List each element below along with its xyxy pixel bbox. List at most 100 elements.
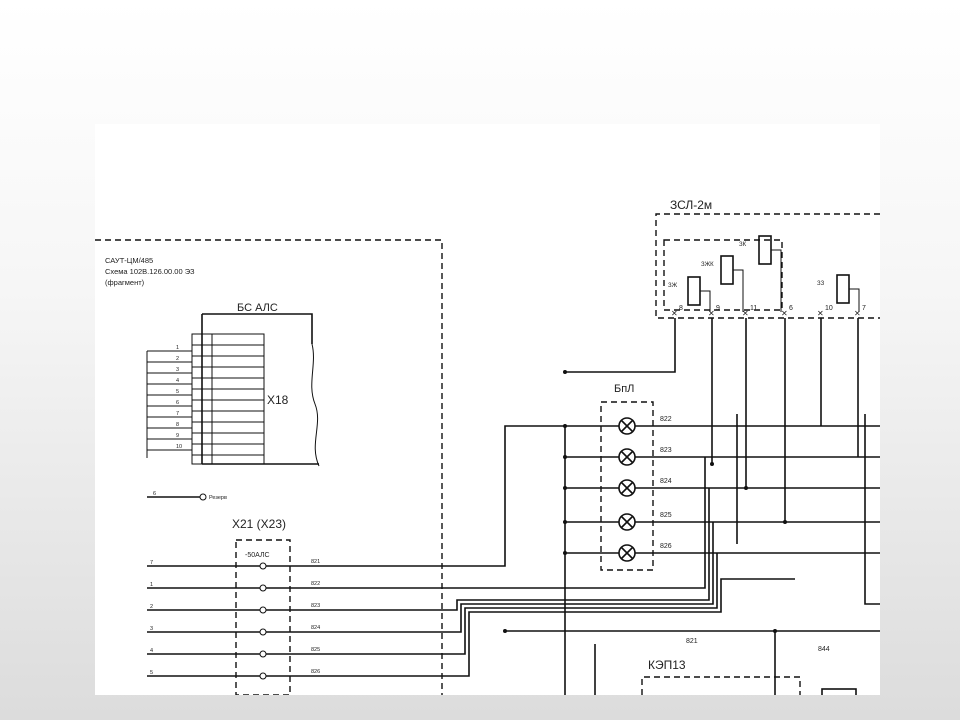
- x18-label: Х18: [267, 393, 289, 407]
- reserve-terminal-icon: [199, 493, 207, 501]
- terminal-icon: ✕: [742, 309, 749, 318]
- circuit-wire: [442, 425, 565, 567]
- relay-wire: [849, 288, 860, 312]
- x21-dashed-frame: [235, 539, 291, 695]
- circuit-wire: [442, 553, 718, 655]
- zsl-terminal-number: 7: [862, 305, 866, 312]
- lamp-wire-number: 823: [660, 447, 672, 454]
- x18-row-number: 8: [176, 422, 179, 428]
- zsl-terminal-number: 6: [789, 305, 793, 312]
- schematic-panel: САУТ-ЦМ/485 Схема 102В.126.00.00 ЭЗ (фра…: [95, 124, 880, 695]
- x21-row-number: 7: [150, 560, 153, 566]
- circuit-wire: [442, 578, 795, 677]
- x21-label: Х21 (Х23): [232, 517, 286, 531]
- x18-row-number: 7: [176, 411, 179, 417]
- saut-caption-line1: САУТ-ЦМ/485: [105, 256, 153, 265]
- relay-coil-icon: [720, 255, 734, 285]
- x21-row-number: 4: [150, 648, 153, 654]
- x21-row-number: 3: [150, 626, 153, 632]
- wiring: [442, 364, 880, 695]
- x21-row-number: 5: [150, 670, 153, 676]
- zsl-terminal-number: 8: [679, 305, 683, 312]
- svg-text:6: 6: [153, 491, 156, 497]
- terminal-icon: ✕: [854, 309, 861, 318]
- x21-wire-number: 822: [311, 581, 320, 587]
- wire-844-label: 844: [818, 646, 830, 653]
- lamps: 822 823 824 825 826: [563, 416, 880, 562]
- junction-dot: [710, 462, 714, 466]
- kep13-component: [821, 688, 857, 695]
- relay-wire: [700, 290, 711, 312]
- bs-als-outline-top: [202, 313, 313, 344]
- x18-row-number: 3: [176, 367, 179, 373]
- x21-terminal-icon: [259, 584, 267, 592]
- x21-row-number: 1: [150, 582, 153, 588]
- zsl-label: ЗСЛ-2м: [670, 198, 712, 212]
- reserve-label: Резерв: [209, 495, 227, 501]
- x18-row-number: 1: [176, 345, 179, 351]
- x21-minus50-label: -50АЛС: [245, 552, 270, 559]
- wire-821-label: 821: [686, 638, 698, 645]
- saut-block-border: [95, 239, 443, 695]
- zsl-terminal-number: 10: [825, 305, 833, 312]
- x21-terminal-icon: [259, 606, 267, 614]
- relay-wire: [733, 269, 744, 312]
- lamp-wire-number: 825: [660, 512, 672, 519]
- x21-wire-number: 824: [311, 625, 320, 631]
- x21-terminal-icon: [259, 628, 267, 636]
- circuit-wire: [442, 488, 710, 611]
- lamp-wire-number: 824: [660, 478, 672, 485]
- relay-wire: [771, 249, 782, 312]
- saut-caption-line3: (фрагмент): [105, 278, 145, 287]
- x21-wire-number: 823: [311, 603, 320, 609]
- x21-terminal-icon: [259, 672, 267, 680]
- zsl-terminal-number: 11: [750, 305, 757, 312]
- kep13-label: КЭП13: [648, 658, 686, 672]
- x21-row-number: 2: [150, 604, 153, 610]
- x21-wire-number: 821: [311, 559, 320, 565]
- junction-dot: [563, 370, 567, 374]
- relay-coil-icon: [687, 276, 701, 306]
- circuit-wire: [565, 364, 676, 373]
- bs-als-label: БС АЛС: [237, 302, 278, 314]
- bpl-dashed-frame: [600, 401, 654, 571]
- relay-label: ЗЗ: [817, 281, 825, 287]
- lamp-wire-number: 826: [660, 543, 672, 550]
- x18-row-number: 6: [176, 400, 179, 406]
- zsl-block-border: [655, 213, 880, 319]
- relay-coil-icon: [836, 274, 850, 304]
- terminal-icon: ✕: [781, 309, 788, 318]
- junction-dot: [773, 629, 777, 633]
- saut-caption-line2: Схема 102В.126.00.00 ЭЗ: [105, 267, 195, 276]
- x18-row-number: 4: [176, 378, 179, 384]
- x18-row-number: 5: [176, 389, 179, 395]
- relay-label: ЗЖ: [668, 283, 678, 289]
- terminal-icon: ✕: [671, 309, 678, 318]
- junction-dot: [744, 486, 748, 490]
- zsl-relay-frame: [663, 239, 783, 311]
- terminal-icon: ✕: [708, 309, 715, 318]
- x21-terminal-icon: [259, 562, 267, 570]
- x21-terminal-icon: [259, 650, 267, 658]
- lamp-wire-number: 822: [660, 416, 672, 423]
- x18-row-number: 9: [176, 433, 179, 439]
- bpl-label: БпЛ: [614, 383, 634, 395]
- x18-row-number: 10: [176, 444, 182, 450]
- x21-wire-number: 825: [311, 647, 320, 653]
- junction-dot: [783, 520, 787, 524]
- junction-dot: [503, 629, 507, 633]
- x18-table: [191, 333, 265, 465]
- relay-label: ЗЖК: [701, 262, 714, 268]
- bs-als-break-line: [311, 343, 320, 467]
- circuit-schematic: САУТ-ЦМ/485 Схема 102В.126.00.00 ЭЗ (фра…: [95, 198, 880, 695]
- kep13-block-border: [641, 676, 801, 695]
- circuit-wire: [442, 522, 714, 633]
- circuit-wire: [864, 414, 880, 605]
- terminal-icon: ✕: [817, 309, 824, 318]
- circuit-wire: [442, 457, 706, 589]
- zsl-terminal-number: 9: [716, 305, 720, 312]
